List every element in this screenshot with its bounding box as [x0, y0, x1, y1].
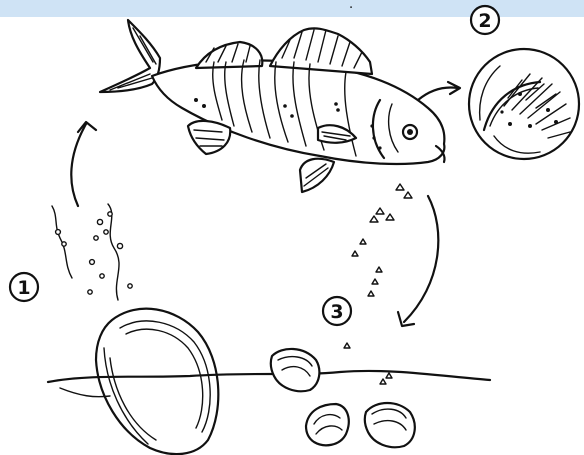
juvenile-mussel-1: [271, 349, 320, 391]
mussel-illustration: [52, 204, 218, 454]
juvenile-mussel-3: [365, 403, 415, 447]
step-badge-1: 1: [10, 273, 38, 301]
svg-text:2: 2: [478, 10, 491, 32]
fish-anal-fin: [188, 121, 230, 154]
glochidia-larvae: [344, 184, 412, 384]
fish-body: [152, 60, 444, 164]
siphon-stream: [108, 204, 119, 300]
arrow-fish-to-sediment: [404, 196, 438, 322]
step-badge-3: 3: [323, 297, 351, 325]
fish-illustration: [100, 20, 445, 192]
step-badge-2: 2: [471, 6, 499, 34]
svg-text:1: 1: [17, 277, 30, 299]
juvenile-mussels: [271, 349, 415, 447]
gill-zoom-illustration: [469, 49, 579, 159]
juvenile-mussel-2: [306, 404, 349, 445]
fish-dorsal-fin-rear: [196, 42, 262, 68]
arrow-mussel-to-fish: [71, 124, 86, 206]
fish-pelvic-fin: [300, 159, 334, 192]
svg-text:3: 3: [330, 301, 343, 323]
